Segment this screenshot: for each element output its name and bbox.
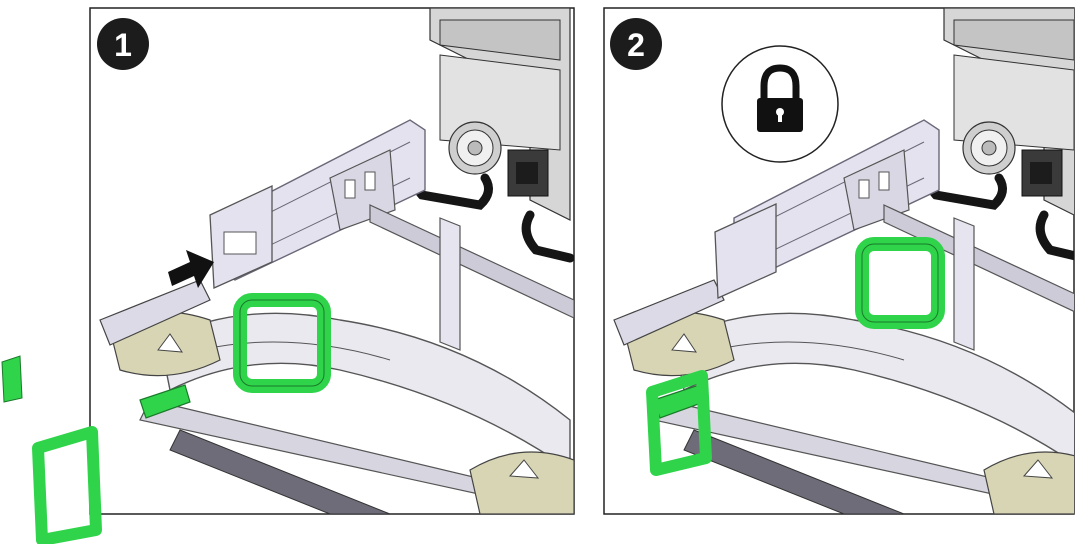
panel-step-2: 2 <box>603 7 1080 515</box>
step-number-2: 2 <box>627 27 645 63</box>
push-arrow-icon <box>168 250 214 288</box>
rail-connector <box>209 184 273 289</box>
lower-velcro-strap-2 <box>646 370 712 476</box>
panel-1-artwork <box>100 8 574 514</box>
rail-connector-seated <box>714 202 777 299</box>
panel-step-1: 1 <box>1 7 575 544</box>
step-number-1: 1 <box>114 27 132 63</box>
lower-velcro-strap <box>1 355 102 544</box>
padlock-icon <box>721 45 839 163</box>
step-badge-1: 1 <box>97 18 149 70</box>
step-badge-2: 2 <box>610 18 662 70</box>
panel-2-artwork <box>614 8 1080 514</box>
